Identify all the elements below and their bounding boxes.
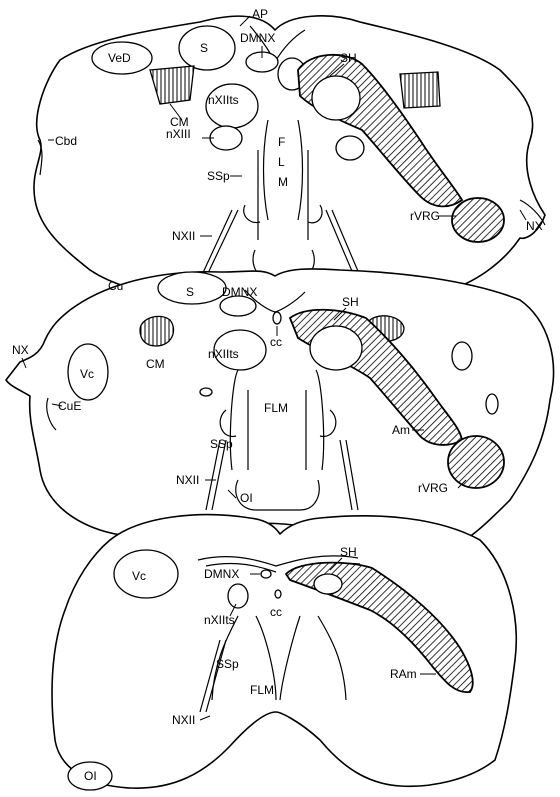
label-ram: RAm [390,667,417,681]
section-1-cm-right [400,72,440,108]
section-2: Cu S DMNX SH cc NX Vc CM nXIIts CuE FLM … [6,269,553,551]
section-3: Vc SH DMNX cc nXIIts SSp FLM RAm NXII OI [52,515,516,790]
section-3-dmnx-nucleus [261,570,271,578]
label-sh: SH [340,51,357,65]
label-nxiits: nXIIts [208,93,239,107]
section-2-dmnx-nucleus [220,296,256,316]
label-nxiits: nXIIts [208,347,239,361]
label-rvrg: rVRG [418,481,448,495]
label-ap: AP [252,7,268,21]
label-oi: OI [84,769,97,783]
label-sh: SH [340,545,357,559]
label-am: Am [392,423,410,437]
label-nxiii: nXIII [166,127,191,141]
label-ssp: SSp [210,437,233,451]
label-dmnx: DMNX [222,285,257,299]
label-ssp: SSp [207,169,230,183]
section-1-sh-inner [312,76,360,120]
label-ssp: SSp [216,657,239,671]
label-nx: NX [526,219,543,233]
label-nx: NX [12,343,29,357]
section-2-sh-inner [310,326,362,370]
label-l: L [278,155,285,169]
label-vc: Vc [132,569,146,583]
label-f: F [278,135,285,149]
section-3-nxiits-nucleus [228,584,248,608]
label-flm: FLM [264,401,288,415]
section-3-sh-inner [314,574,342,594]
section-2-small-3 [486,394,498,414]
label-oi: OI [240,491,253,505]
section-2-small-1 [200,388,212,396]
label-s: S [200,41,208,55]
label-sh: SH [342,295,359,309]
label-m: M [278,175,288,189]
label-nxii: NXII [172,713,195,727]
section-1-small-oval [336,136,364,160]
label-vc: Vc [80,367,94,381]
label-rvrg: rVRG [410,209,440,223]
label-cc: cc [270,605,282,619]
section-2-cc-canal [273,312,281,324]
label-ved: VeD [108,51,131,65]
section-2-small-2 [452,342,472,370]
label-dmnx: DMNX [240,31,275,45]
label-nxii: NXII [176,473,199,487]
label-cbd: Cbd [55,134,77,148]
section-2-rvrg [448,436,504,488]
label-nxii: NXII [172,229,195,243]
label-cc: cc [270,335,282,349]
label-cu: Cu [108,279,123,293]
label-dmnx: DMNX [204,567,239,581]
section-2-cm-left [140,316,174,346]
section-1: AP VeD S DMNX SH CM nXIIts nXIII Cbd F L… [34,7,545,298]
section-1-nxiii-nucleus [210,126,242,150]
section-3-cc-canal [275,590,281,598]
label-s: S [186,285,194,299]
section-1-rvrg [452,198,504,242]
label-flm: FLM [250,683,274,697]
label-cm: CM [146,357,165,371]
